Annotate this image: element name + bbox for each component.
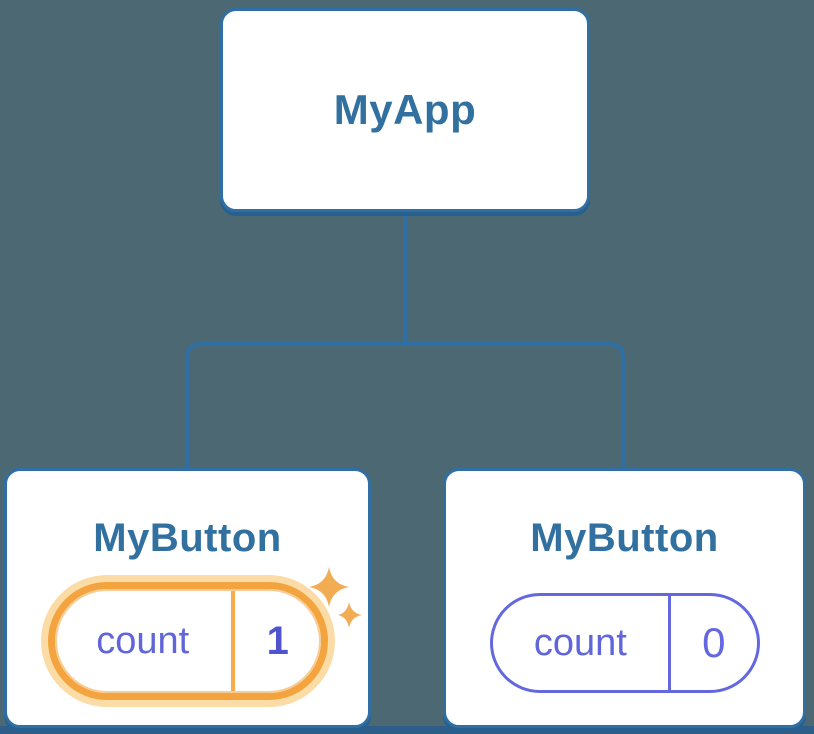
- state-pill-highlighted: count 1: [47, 567, 362, 700]
- state-value-cell: 1: [235, 589, 321, 693]
- state-pill-divider: [230, 589, 235, 693]
- node-mybutton-right-label: MyButton: [530, 516, 719, 560]
- state-value-label: 0: [702, 619, 726, 666]
- state-pill-divider: [668, 596, 672, 690]
- state-value-label: 1: [266, 618, 289, 663]
- connector-branch-path: [185, 342, 625, 469]
- node-myapp: MyApp: [220, 8, 590, 212]
- node-myapp-label: MyApp: [333, 86, 477, 133]
- node-mybutton-left-label: MyButton: [93, 516, 282, 560]
- state-key-cell: count: [493, 596, 669, 690]
- state-key-cell: count: [55, 589, 231, 693]
- node-mybutton-left: MyButton count 1: [4, 468, 371, 728]
- bottom-edge-bar: [0, 726, 814, 734]
- node-mybutton-right: MyButton count 0: [443, 468, 806, 728]
- state-key-label: count: [96, 619, 190, 662]
- state-value-cell: 0: [671, 596, 756, 690]
- state-key-label: count: [533, 621, 627, 664]
- state-pill-plain: count 0: [489, 593, 760, 693]
